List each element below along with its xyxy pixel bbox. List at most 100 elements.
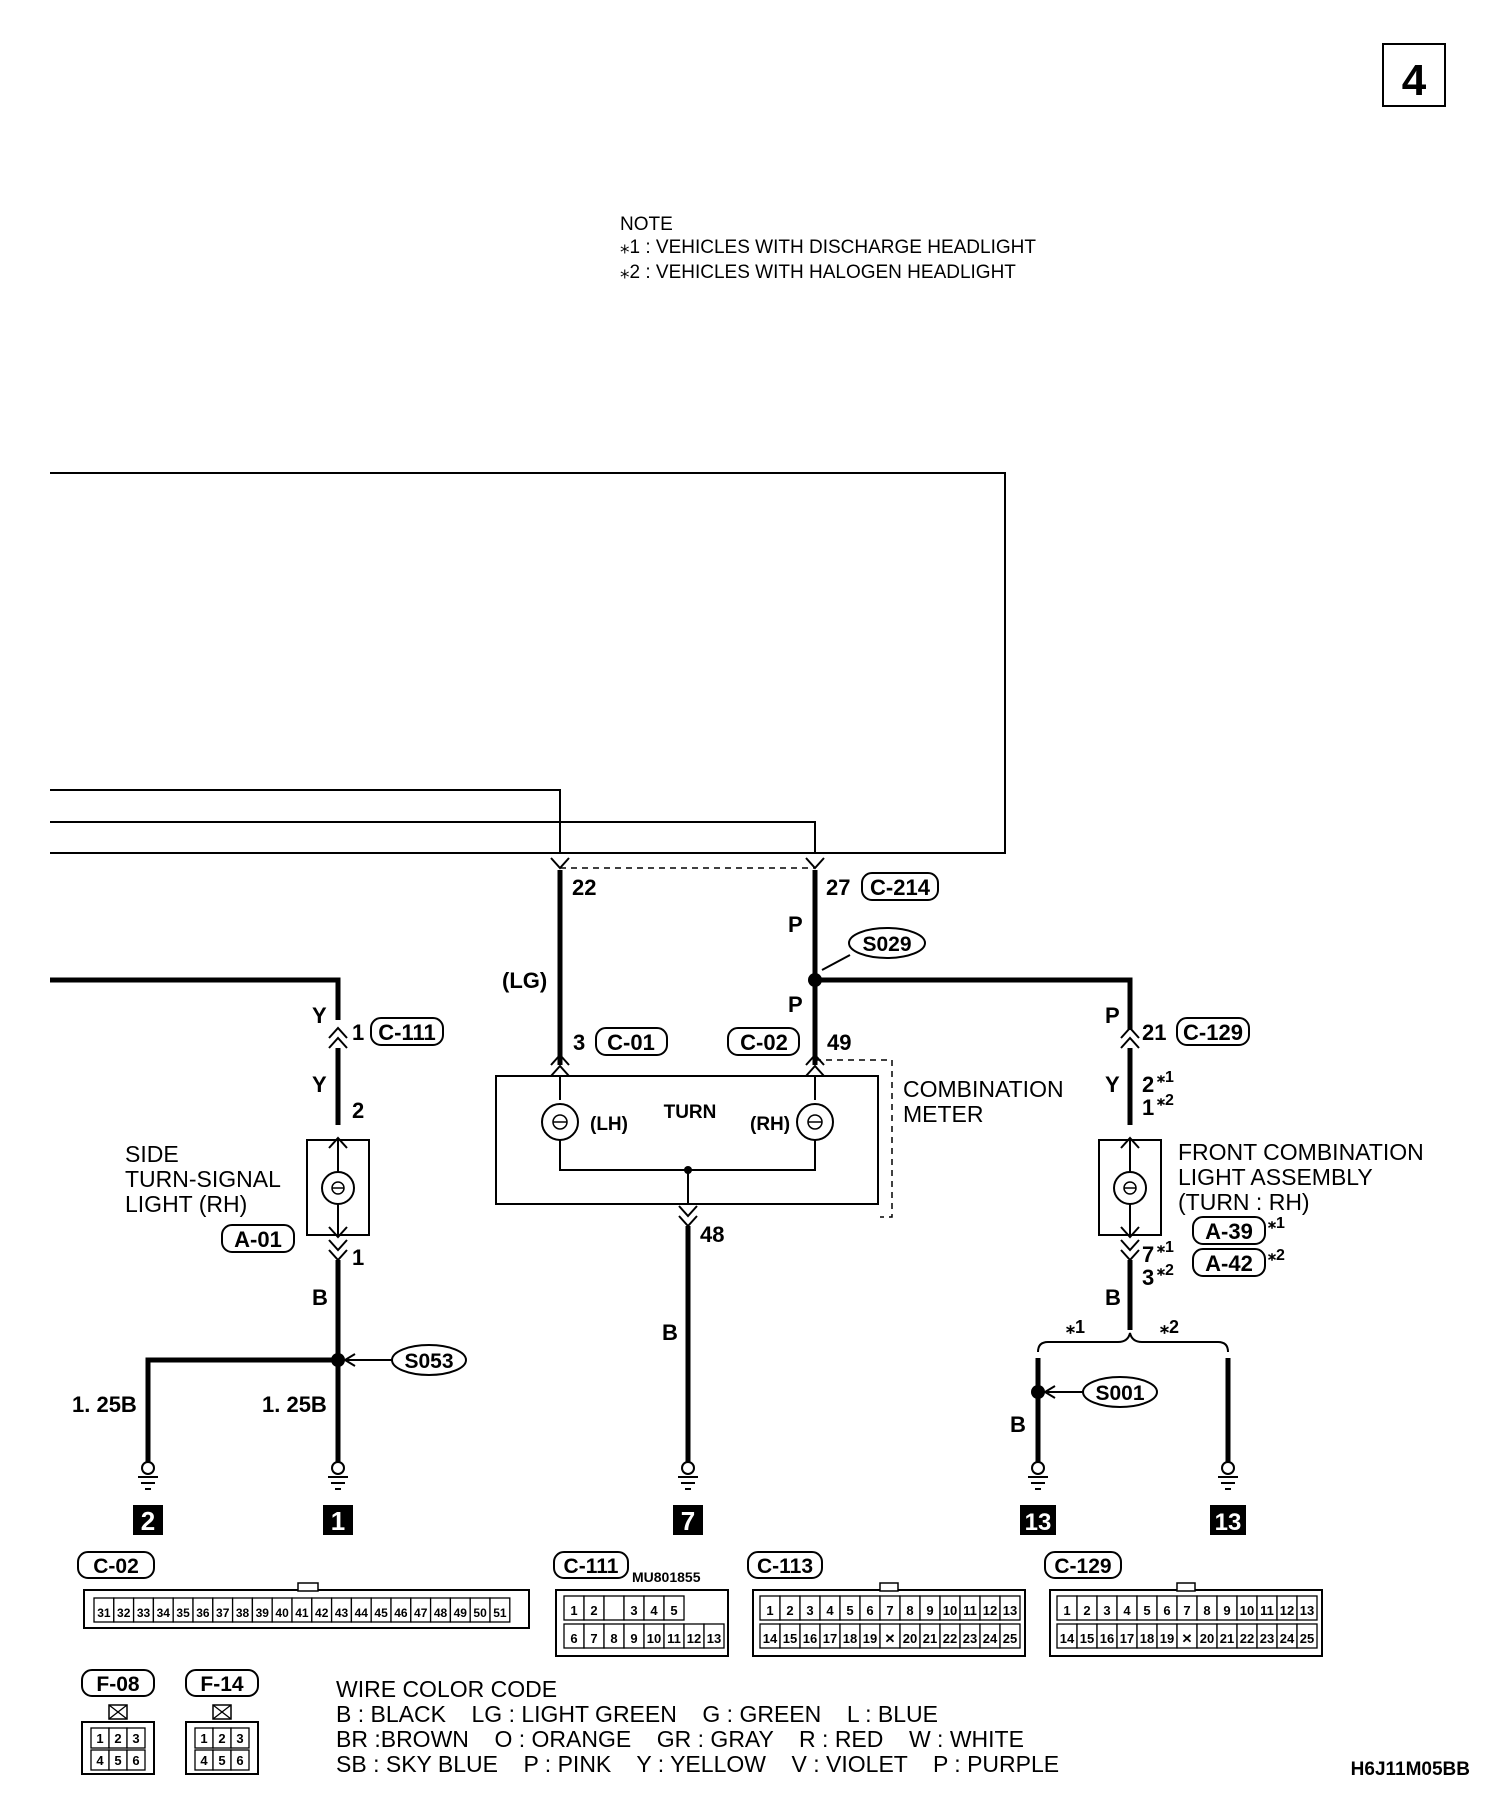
view-c113-tag — [747, 1551, 823, 1579]
c113-row1-pin: 11 — [963, 1603, 977, 1618]
pin-49: 49 — [827, 1030, 851, 1055]
pin-1-side: 1 — [352, 1245, 364, 1270]
c111-row1-pin: 3 — [630, 1603, 637, 1618]
c129-row2-pin: 15 — [1080, 1631, 1094, 1646]
c129-row2-pin: ✕ — [1182, 1631, 1193, 1646]
side-turn-lamp-icon — [321, 1171, 355, 1205]
pin-2-side: 2 — [352, 1098, 364, 1123]
f08-row1-pin: 1 — [96, 1731, 103, 1746]
connector-a39-tag — [1192, 1216, 1266, 1245]
ground-badge — [133, 1505, 163, 1535]
c113-row2-pin: ✕ — [885, 1631, 896, 1646]
c129-row2-pin: 23 — [1260, 1631, 1274, 1646]
c129-row1-pin: 13 — [1300, 1603, 1314, 1618]
c129-key — [1176, 1582, 1196, 1592]
c129-row1-pin: 1 — [1063, 1603, 1070, 1618]
connector-c02-tag — [727, 1027, 800, 1056]
splice-s053-tag — [391, 1344, 467, 1376]
ground-symbols — [138, 1461, 1238, 1490]
pin-7-star: ⁎1 — [1157, 1239, 1174, 1256]
view-c02-tag — [77, 1551, 155, 1579]
view-f14-label: F-14 — [200, 1673, 244, 1696]
c129-row2-pin: 14 — [1060, 1631, 1075, 1646]
diagram-code: H6J11M05BB — [1351, 1759, 1470, 1780]
c02-pin: 36 — [196, 1606, 210, 1620]
c113-key — [879, 1582, 899, 1592]
c129-row1-pin: 11 — [1260, 1603, 1274, 1618]
c111-row2-pin: 9 — [630, 1631, 637, 1646]
c111-row1-cell — [603, 1595, 625, 1621]
wire-y-right: Y — [1105, 1072, 1120, 1097]
c111-row1-cell — [663, 1595, 685, 1621]
f08-row2-pin: 6 — [132, 1753, 139, 1768]
c111-row2-pin: 6 — [570, 1631, 577, 1646]
f08-row2-pin: 5 — [114, 1753, 121, 1768]
wire-color-code-line3: SB : SKY BLUE P : PINK Y : YELLOW V : VI… — [336, 1751, 1059, 1777]
pin-7: 7 — [1142, 1242, 1154, 1267]
c129-row1-pin: 7 — [1183, 1603, 1190, 1618]
brace-star2: ⁎2 — [1160, 1317, 1179, 1337]
connector-c01: C-01 — [607, 1030, 655, 1055]
ground-icon — [678, 1461, 698, 1490]
splice-s001-point — [1031, 1385, 1045, 1399]
f08-row2-pin: 4 — [96, 1753, 104, 1768]
ground-number: 13 — [1025, 1509, 1052, 1536]
c129-row2-pin: 18 — [1140, 1631, 1154, 1646]
connector-c214: C-214 — [870, 875, 931, 900]
f14-row2-pin: 4 — [200, 1753, 208, 1768]
view-c129-label: C-129 — [1054, 1555, 1111, 1578]
c113-row2-pin: 16 — [803, 1631, 817, 1646]
c111-row2-pin: 8 — [610, 1631, 617, 1646]
c129-row2-cell — [1296, 1623, 1318, 1649]
pin-21: 21 — [1142, 1020, 1166, 1045]
ground-number: 2 — [141, 1506, 155, 1536]
wire-b-s001-label: B — [1010, 1412, 1026, 1437]
wire-p-front — [815, 977, 1133, 1030]
c113-row2-pin: 22 — [943, 1631, 957, 1646]
c111-row2-cell — [703, 1623, 725, 1649]
connector-c214-tag — [861, 872, 939, 901]
wire-y-side — [50, 977, 341, 1020]
side-label-1: SIDE — [125, 1141, 179, 1167]
wire-color-code-line1: B : BLACK LG : LIGHT GREEN G : GREEN L :… — [336, 1701, 938, 1727]
c02-pin: 51 — [493, 1606, 507, 1620]
c02-pin: 42 — [315, 1606, 329, 1620]
note-star1: ⁎1 : VEHICLES WITH DISCHARGE HEADLIGHT — [620, 237, 1036, 258]
c113-row1-cell — [999, 1595, 1021, 1621]
wire-b-side-label: B — [312, 1285, 328, 1310]
splice-s001-tag — [1082, 1376, 1158, 1408]
wire-y-mid: Y — [312, 1072, 327, 1097]
combination-meter-label-2: METER — [903, 1101, 984, 1127]
c129-row1-pin: 8 — [1203, 1603, 1210, 1618]
front-turn-lamp-icon — [1113, 1171, 1147, 1205]
wire-color-code: WIRE COLOR CODE B : BLACK LG : LIGHT GRE… — [336, 1676, 1059, 1777]
view-c129-tag — [1044, 1551, 1122, 1579]
c129-row1-pin: 12 — [1280, 1603, 1294, 1618]
c111-row2-pin: 12 — [687, 1631, 701, 1646]
c129-row2-pin: 16 — [1100, 1631, 1114, 1646]
view-f08-label: F-08 — [96, 1673, 140, 1696]
ground-number: 13 — [1215, 1509, 1242, 1536]
view-f08-tag — [81, 1669, 155, 1697]
wire-lg-label: (LG) — [502, 968, 547, 993]
view-c02-label: C-02 — [93, 1555, 139, 1578]
c113-row1-pin: 6 — [866, 1603, 873, 1618]
pin-1-front-star: ⁎2 — [1157, 1092, 1174, 1109]
c129-row2-pin: 21 — [1220, 1631, 1234, 1646]
view-c113-label: C-113 — [757, 1555, 813, 1578]
meter-bottom-terminals — [678, 1205, 698, 1228]
c111-row1-pin: 2 — [590, 1603, 597, 1618]
a39-star: ⁎1 — [1268, 1215, 1285, 1232]
c129-row2-pin: 17 — [1120, 1631, 1134, 1646]
c129-row1-pin: 6 — [1163, 1603, 1170, 1618]
c02-cell — [489, 1597, 511, 1623]
view-f14-tag — [185, 1669, 259, 1697]
c111-row2-pin: 7 — [590, 1631, 597, 1646]
combination-meter-label-1: COMBINATION — [903, 1076, 1064, 1102]
c113-row2-pin: 15 — [783, 1631, 797, 1646]
f14-row2-pin: 6 — [236, 1753, 243, 1768]
c02-pin: 46 — [394, 1606, 408, 1620]
c113-row2-cell — [999, 1623, 1021, 1649]
f08-row1-cell — [126, 1727, 146, 1749]
